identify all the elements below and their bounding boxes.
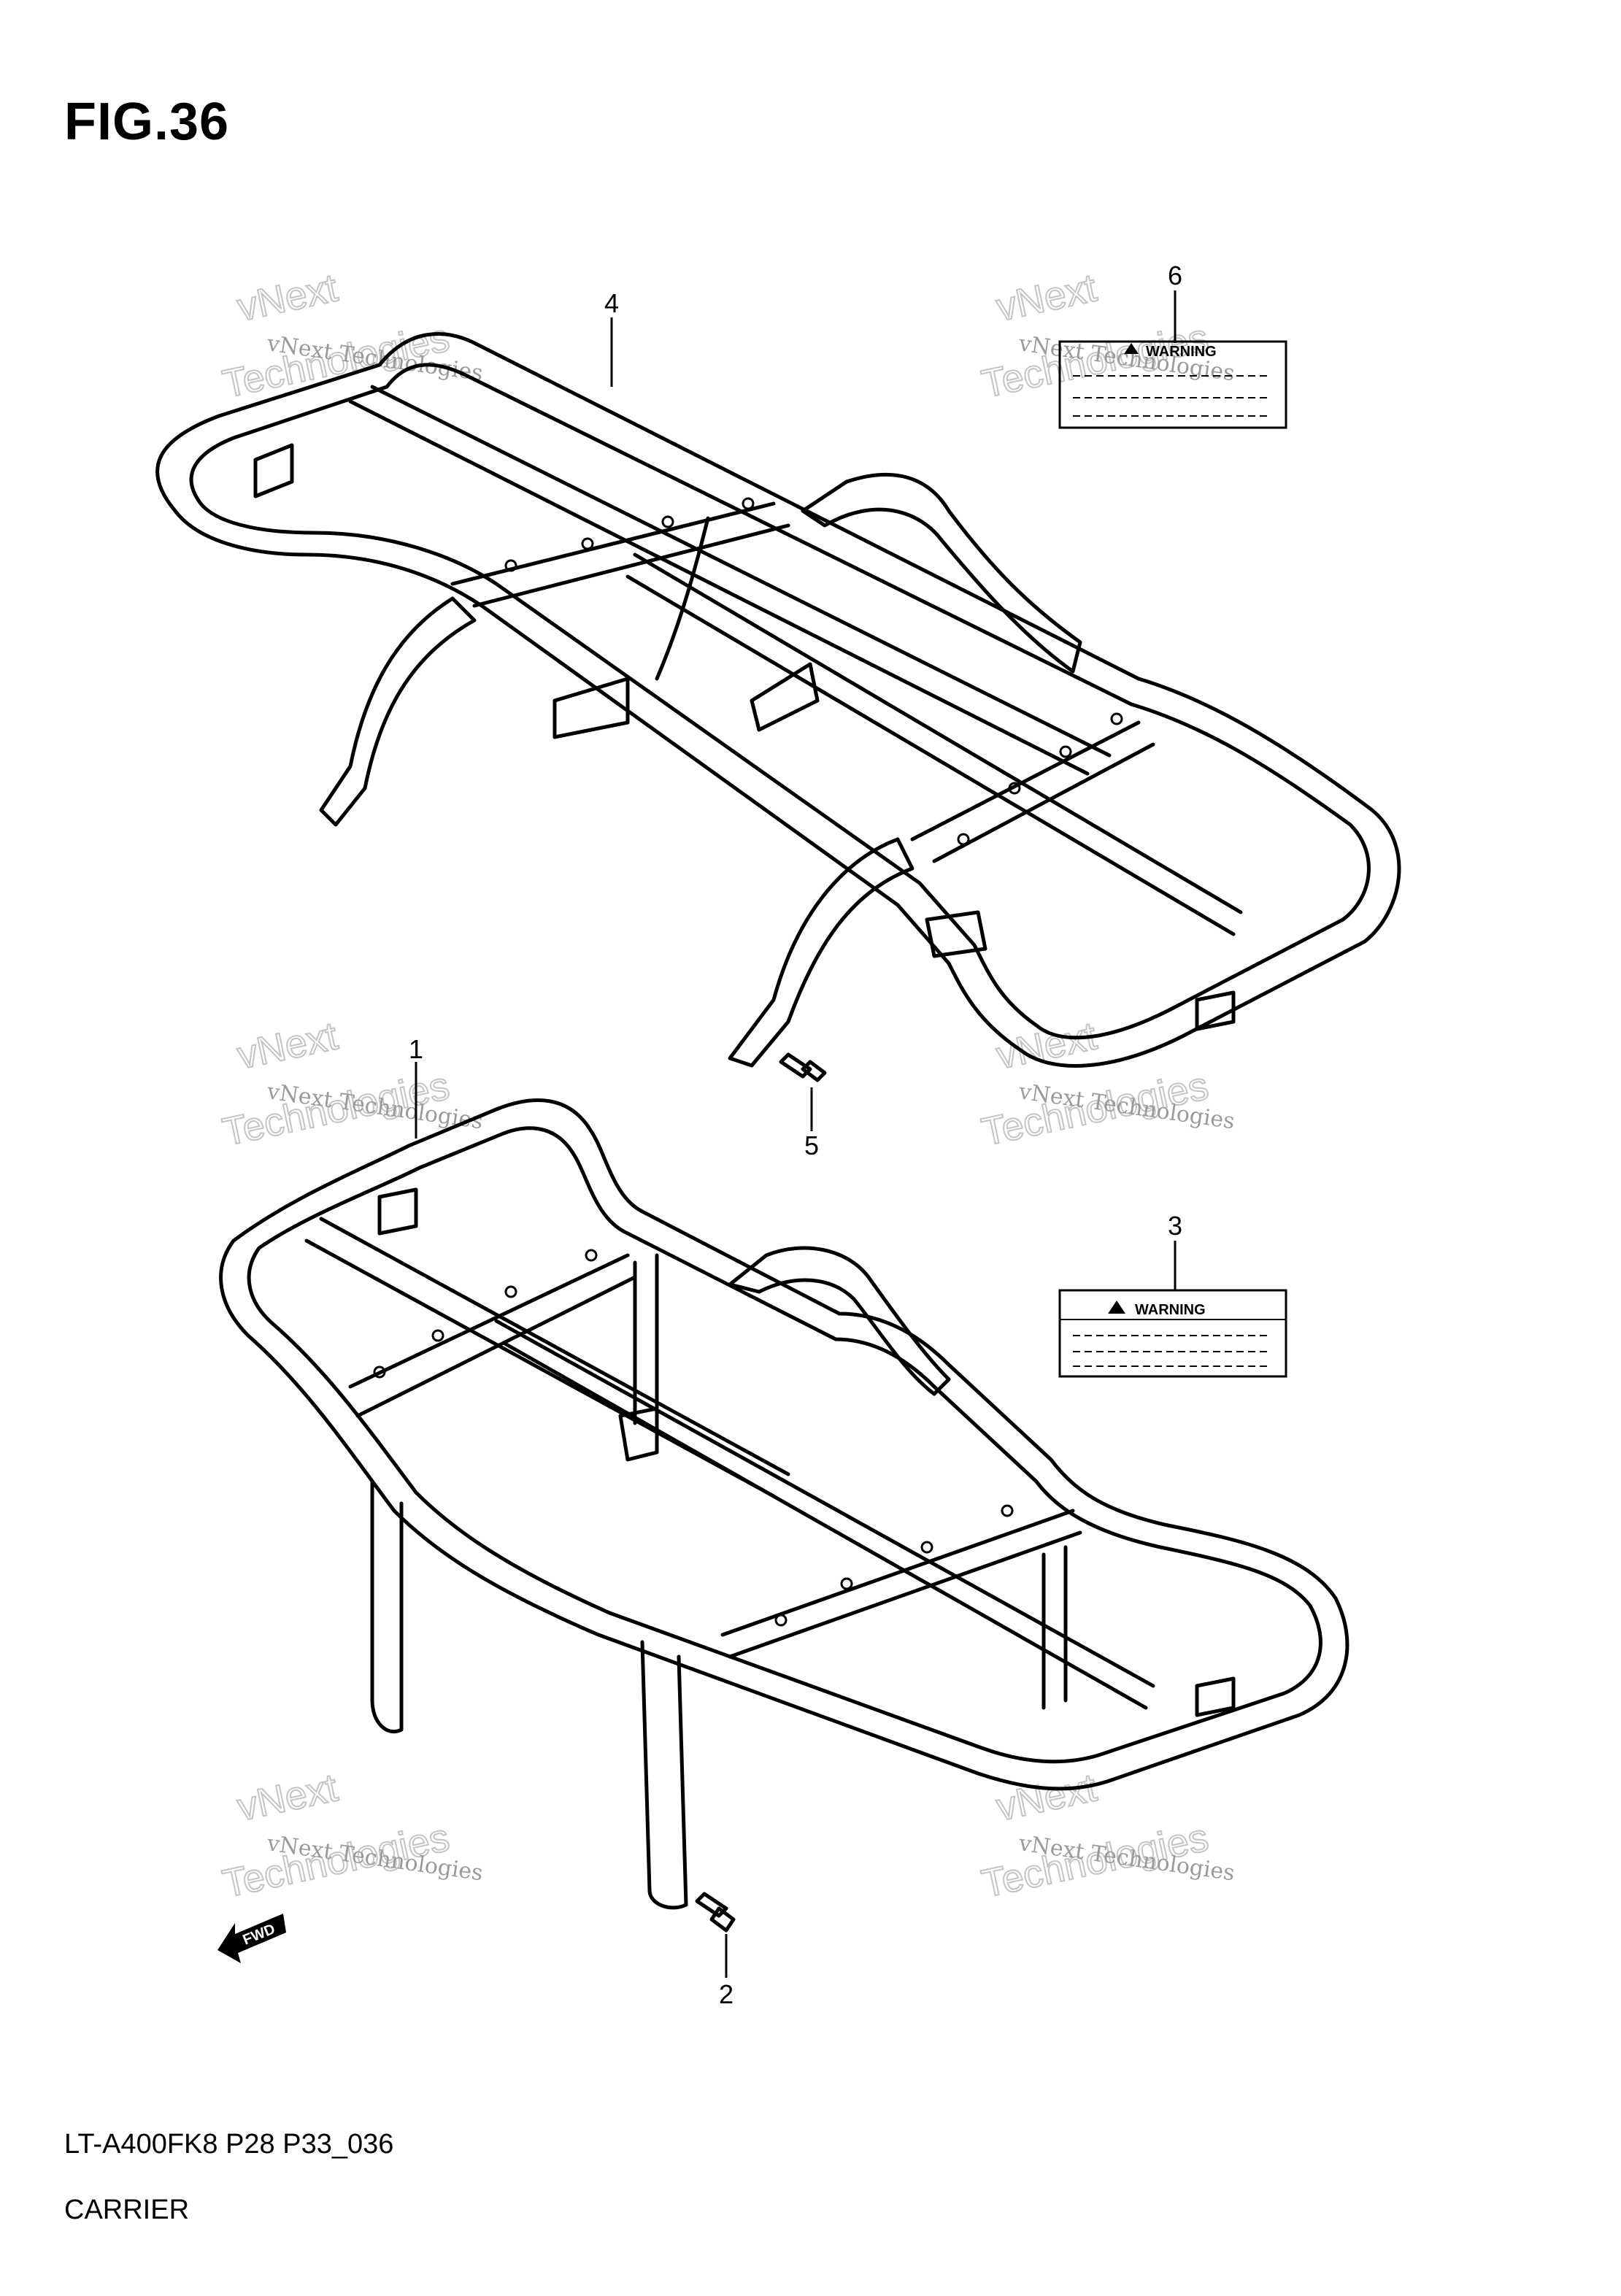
watermark-top-right: vNext Technologies vNext Technologies [977, 265, 1236, 407]
callout-6: 6 [1168, 261, 1182, 290]
diagram-name: CARRIER [64, 2195, 190, 2225]
part-2-bolt [695, 1892, 736, 1933]
callout-2: 2 [719, 1979, 734, 2009]
callout-4: 4 [604, 288, 619, 318]
callout-5: 5 [804, 1130, 819, 1160]
watermark-big-11: vNext [993, 1765, 1101, 1829]
part-4-rear-carrier [155, 332, 1401, 1068]
watermark-big-7: vNext [993, 1014, 1101, 1077]
part-5-bolt [779, 1052, 827, 1082]
fwd-direction-arrow: FWD [217, 1914, 286, 1963]
callout-numbers: 4 6 5 1 3 2 [409, 261, 1182, 2009]
watermark-mid-left: vNext Technologies vNext Technologies [218, 1013, 485, 1155]
diagram-code: LT-A400FK8 P28 P33_036 [64, 2129, 394, 2160]
callout-3: 3 [1168, 1211, 1182, 1241]
callout-1: 1 [409, 1034, 423, 1064]
watermark-top-left: vNext Technologies vNext Technologies [218, 265, 485, 407]
warning-label-bottom-text: WARNING [1135, 1302, 1206, 1318]
part-6-warning-label: WARNING [1058, 340, 1287, 429]
watermark-big-3: vNext [993, 266, 1101, 329]
watermark-big-5: vNext [234, 1014, 342, 1077]
leader-lines [415, 290, 1177, 1978]
figure-title: FIG.36 [64, 93, 230, 151]
watermark-bottom-right: vNext Technologies vNext Technologies [977, 1765, 1236, 1906]
part-3-warning-label: WARNING [1058, 1289, 1287, 1378]
warning-label-top-text: WARNING [1146, 344, 1217, 360]
part-1-front-carrier [219, 1098, 1349, 1910]
watermark-bottom-left: vNext Technologies vNext Technologies [218, 1765, 485, 1906]
watermark-big-9: vNext [234, 1765, 342, 1829]
watermark-big-1: vNext [234, 266, 342, 329]
